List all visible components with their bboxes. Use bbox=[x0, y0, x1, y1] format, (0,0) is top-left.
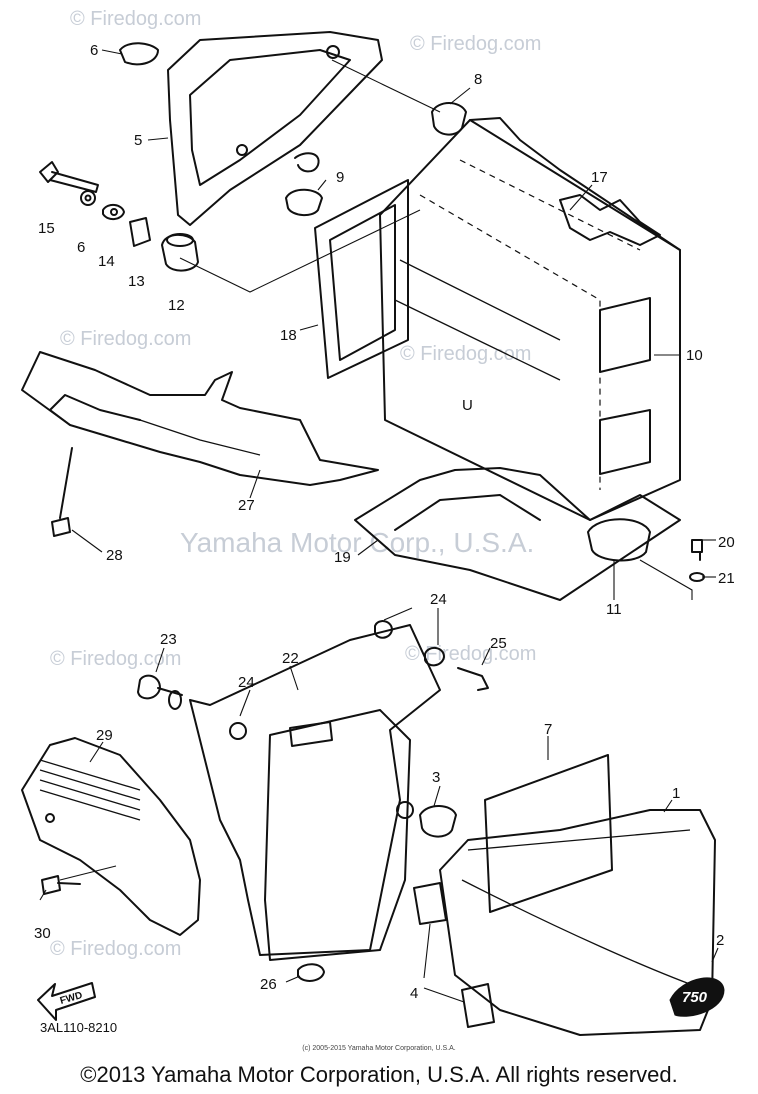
part-10-battery-box: U bbox=[379, 117, 681, 521]
callout-7: 7 bbox=[544, 721, 552, 738]
callout-14: 14 bbox=[98, 253, 115, 270]
part-28-bolt bbox=[51, 447, 73, 537]
callout-27: 27 bbox=[238, 497, 255, 514]
copyright-footer: ©2013 Yamaha Motor Corporation, U.S.A. A… bbox=[80, 1062, 678, 1087]
callout-24a: 24 bbox=[430, 591, 447, 608]
battery-box-mark: U bbox=[462, 397, 473, 414]
callout-labels: 6 5 8 9 17 15 6 14 13 12 18 10 27 28 19 … bbox=[34, 42, 735, 1002]
watermark-mid-right: © Firedog.com bbox=[400, 343, 531, 365]
watermark-lower-left: © Firedog.com bbox=[50, 648, 181, 670]
part-18-bracket bbox=[314, 179, 409, 379]
callout-5: 5 bbox=[134, 132, 142, 149]
callout-22: 22 bbox=[282, 650, 299, 667]
callout-24b: 24 bbox=[238, 674, 255, 691]
part-29-left-side-cover bbox=[21, 737, 201, 936]
diagram-reference-code: 3AL110-8210 bbox=[40, 1020, 118, 1035]
part-9-damper bbox=[285, 188, 323, 216]
part-27-air-duct bbox=[21, 351, 379, 486]
callout-19: 19 bbox=[334, 549, 351, 566]
part-22-tool-case bbox=[189, 624, 441, 961]
callout-18: 18 bbox=[280, 327, 297, 344]
part-5-side-cover-upper bbox=[119, 31, 383, 226]
callout-17: 17 bbox=[591, 169, 608, 186]
callout-12: 12 bbox=[168, 297, 185, 314]
callout-3: 3 bbox=[432, 769, 440, 786]
callout-4: 4 bbox=[410, 985, 418, 1002]
callout-25: 25 bbox=[490, 635, 507, 652]
part-2-emblem: 750 bbox=[669, 977, 725, 1017]
watermark-top-left: © Firedog.com bbox=[70, 8, 201, 30]
callout-26: 26 bbox=[260, 976, 277, 993]
callout-30: 30 bbox=[34, 925, 51, 942]
hardware-upper-left bbox=[39, 161, 199, 272]
callout-29: 29 bbox=[96, 727, 113, 744]
parts-20-21 bbox=[689, 539, 705, 582]
emblem-label: 750 bbox=[682, 989, 708, 1006]
watermark-center: Yamaha Motor Corp., U.S.A. bbox=[180, 527, 534, 558]
callout-10: 10 bbox=[686, 347, 703, 364]
small-copyright-line: (c) 2005-2015 Yamaha Motor Corporation, … bbox=[302, 1045, 456, 1052]
callout-20: 20 bbox=[718, 534, 735, 551]
part-17-strap bbox=[559, 194, 661, 246]
callout-1: 1 bbox=[672, 785, 680, 802]
part-6-grommet bbox=[119, 42, 159, 66]
watermark-top-right: © Firedog.com bbox=[410, 33, 541, 55]
callout-9: 9 bbox=[336, 169, 344, 186]
watermark-bottom-left: © Firedog.com bbox=[50, 938, 181, 960]
watermark-mid-left: © Firedog.com bbox=[60, 328, 191, 350]
callout-23: 23 bbox=[160, 631, 177, 648]
callout-2: 2 bbox=[716, 932, 724, 949]
part-1-right-side-cover bbox=[439, 809, 716, 1036]
leader-lines bbox=[39, 49, 719, 1003]
part-7-panel bbox=[484, 754, 613, 913]
callout-21: 21 bbox=[718, 570, 735, 587]
callout-8: 8 bbox=[474, 71, 482, 88]
callout-6b: 6 bbox=[77, 239, 85, 256]
callout-28: 28 bbox=[106, 547, 123, 564]
part-11-rubber-mount bbox=[587, 518, 651, 562]
callout-15: 15 bbox=[38, 220, 55, 237]
callout-6a: 6 bbox=[90, 42, 98, 59]
watermarks: © Firedog.com © Firedog.com © Firedog.co… bbox=[50, 8, 541, 960]
fwd-arrow: FWD bbox=[37, 982, 96, 1021]
callout-11: 11 bbox=[606, 601, 622, 618]
part-4-damper-a bbox=[413, 882, 447, 925]
hardware-lower bbox=[41, 620, 489, 982]
part-19-battery-tray bbox=[354, 467, 681, 601]
part-4-damper-b bbox=[461, 983, 495, 1028]
callout-13: 13 bbox=[128, 273, 145, 290]
